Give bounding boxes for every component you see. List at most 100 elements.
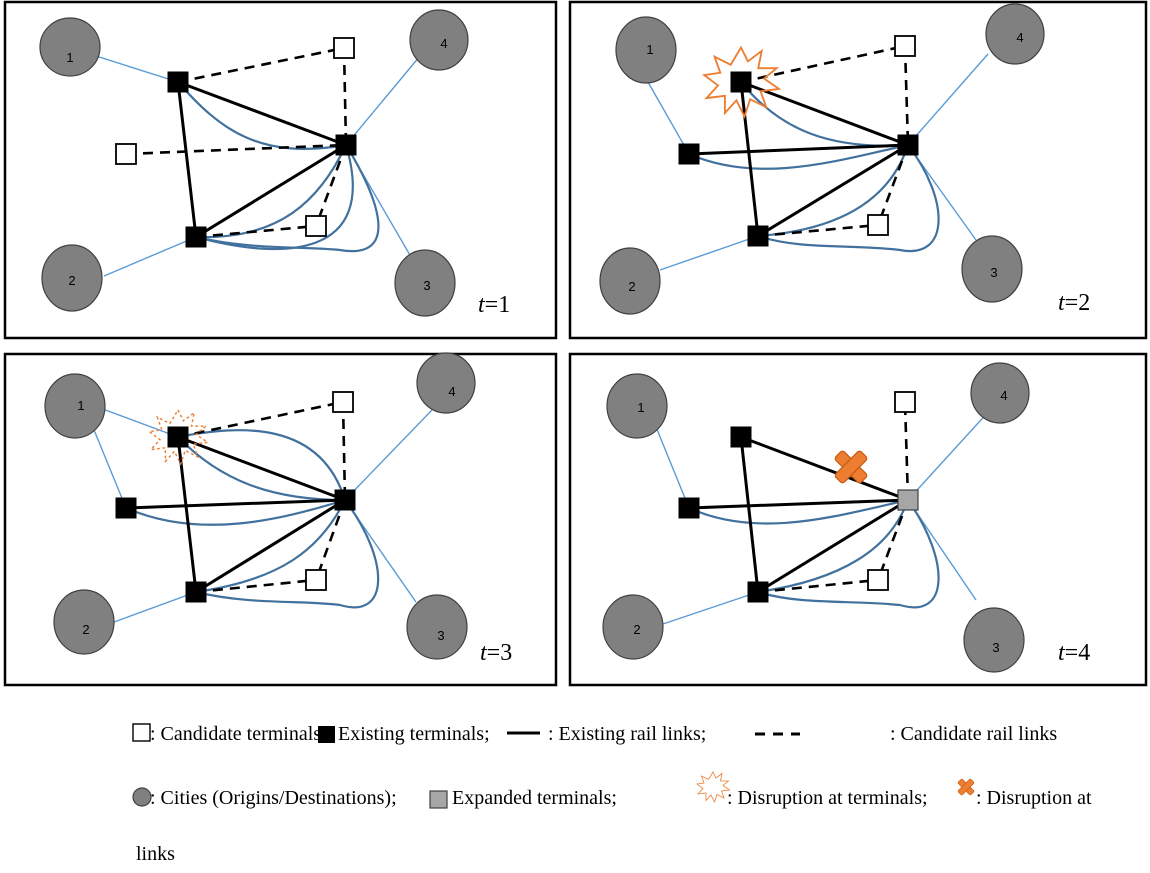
existing-terminal-swatch — [318, 726, 335, 743]
link-disruption-icon — [834, 450, 868, 484]
legend-disruption-links-cont: links — [136, 843, 175, 865]
existing-terminal — [185, 226, 207, 248]
time-step-label: t=2 — [1058, 290, 1090, 316]
flow-curve — [757, 499, 940, 609]
city-label: 1 — [66, 50, 73, 65]
city-label: 3 — [437, 628, 444, 643]
existing-terminal — [747, 581, 769, 603]
time-step-label: t=3 — [480, 640, 512, 666]
city-label: 2 — [82, 622, 89, 637]
candidate-terminal — [115, 143, 137, 165]
panel-t3: 1 4 2 3 t=3 — [3, 352, 558, 687]
access-link — [659, 591, 759, 626]
flow-curve — [195, 499, 346, 594]
candidate-rail-link — [876, 499, 910, 581]
access-link — [647, 81, 690, 155]
time-step-label: t=4 — [1058, 640, 1090, 666]
legend-disruption-links: : Disruption at — [976, 787, 1092, 809]
candidate-terminal — [894, 35, 916, 57]
city-label: 2 — [628, 279, 635, 294]
city-node — [985, 3, 1045, 65]
flow-curve — [177, 81, 347, 150]
candidate-rail-link — [314, 144, 348, 227]
access-link — [345, 55, 421, 146]
flow-curve — [195, 499, 380, 609]
legend-existing-terminals: Existing terminals; — [338, 723, 490, 745]
city-label: 2 — [633, 622, 640, 637]
existing-rail-link — [177, 435, 346, 502]
existing-terminal — [335, 134, 357, 156]
city-node — [599, 247, 661, 315]
panel-t1: 1 4 2 3 t=1 — [3, 0, 558, 340]
city-label: 4 — [1000, 388, 1007, 403]
city-node — [416, 352, 476, 414]
existing-terminal — [730, 426, 752, 448]
existing-rail-link — [177, 80, 347, 147]
candidate-rail-link — [177, 46, 345, 84]
candidate-rail-link — [757, 578, 879, 594]
city-node — [970, 362, 1030, 424]
flow-curve — [757, 499, 910, 594]
candidate-terminal — [867, 569, 889, 591]
existing-rail-link — [195, 143, 347, 239]
existing-terminal — [115, 497, 137, 519]
existing-terminal — [747, 225, 769, 247]
existing-rail-link — [757, 498, 909, 594]
existing-rail-link — [739, 81, 760, 237]
time-var: t — [1058, 640, 1066, 666]
flow-curve — [757, 144, 940, 253]
city-label: 1 — [637, 400, 644, 415]
city-label: 4 — [1016, 30, 1023, 45]
city-node — [602, 594, 664, 660]
candidate-rail-link — [757, 223, 879, 238]
city-label: 1 — [77, 398, 84, 413]
candidate-terminal — [332, 391, 354, 413]
legend-candidate-rail-links: : Candidate rail links — [890, 723, 1057, 745]
flow-curve — [195, 144, 380, 253]
existing-rail-link — [176, 81, 198, 238]
existing-rail-link — [688, 143, 909, 156]
candidate-terminal — [333, 37, 355, 59]
existing-terminal — [730, 71, 752, 93]
candidate-rail-link — [195, 578, 317, 594]
candidate-terminal — [867, 214, 889, 236]
city-node — [606, 373, 668, 439]
existing-rail-link — [740, 80, 909, 147]
existing-rail-link — [757, 143, 909, 238]
candidate-rail-link — [740, 44, 906, 84]
city-node — [53, 589, 115, 655]
time-value: =3 — [487, 640, 513, 666]
flow-curve — [195, 144, 347, 239]
legend-expanded-terminals: Expanded terminals; — [452, 787, 617, 809]
existing-rail-link — [740, 435, 909, 502]
city-label: 4 — [448, 384, 455, 399]
expanded-terminal — [897, 489, 919, 511]
city-node — [409, 9, 469, 71]
city-label: 1 — [646, 42, 653, 57]
link-disruption-swatch — [957, 778, 975, 796]
expanded-terminal-swatch — [429, 790, 448, 809]
candidate-terminal — [894, 391, 916, 413]
city-node — [44, 373, 106, 439]
candidate-terminal — [305, 215, 327, 237]
time-step-label: t=1 — [478, 292, 510, 318]
time-var: t — [480, 640, 488, 666]
existing-terminal — [678, 143, 700, 165]
access-link — [99, 407, 179, 438]
city-node — [615, 16, 677, 84]
city-label: 3 — [992, 640, 999, 655]
access-link — [659, 235, 759, 271]
legend-candidate-terminals: : Candidate terminals; — [150, 723, 327, 745]
candidate-rail-link — [314, 499, 347, 581]
existing-terminal — [678, 497, 700, 519]
existing-terminal — [897, 134, 919, 156]
flow-curve — [688, 143, 909, 170]
panel-t4: 1 4 2 3 t=4 — [568, 352, 1148, 687]
existing-terminal — [185, 581, 207, 603]
candidate-terminal-swatch — [132, 723, 151, 742]
flow-curve — [125, 498, 346, 526]
time-var: t — [1058, 290, 1066, 316]
time-value: =2 — [1065, 290, 1091, 316]
city-label: 2 — [68, 273, 75, 288]
city-node — [961, 235, 1023, 303]
